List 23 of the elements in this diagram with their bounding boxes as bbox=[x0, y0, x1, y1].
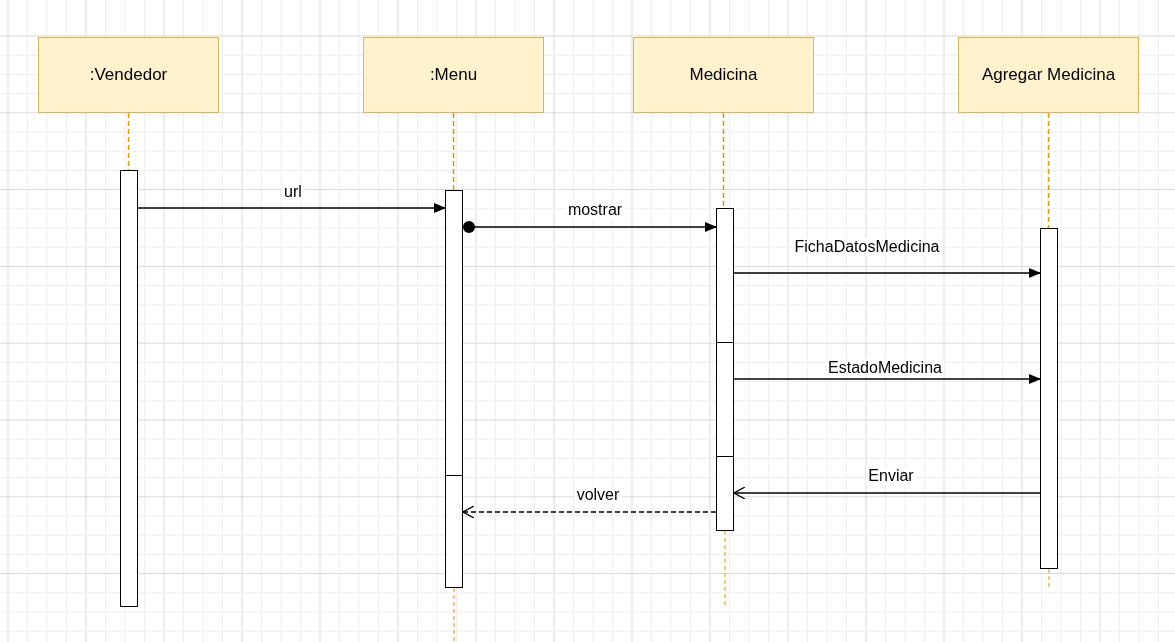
message-arrow bbox=[462, 505, 717, 519]
lifeline-header: Agregar Medicina bbox=[958, 37, 1139, 113]
edge-label: Enviar bbox=[866, 467, 916, 485]
edge-label: mostrar bbox=[565, 201, 625, 219]
lifeline-header: Medicina bbox=[633, 37, 814, 113]
lifeline bbox=[722, 112, 725, 209]
message-arrow bbox=[733, 374, 1041, 384]
lifeline bbox=[1047, 112, 1050, 229]
activation-bar bbox=[120, 170, 138, 607]
message-arrow bbox=[733, 268, 1041, 278]
message-arrow bbox=[733, 486, 1041, 500]
edge-label: EstadoMedicina bbox=[826, 359, 944, 377]
activation-bar bbox=[1040, 228, 1058, 569]
message-arrow bbox=[463, 221, 717, 233]
edge-label: volver bbox=[574, 486, 622, 504]
edge-label: FichaDatosMedicina bbox=[792, 238, 942, 256]
message-arrow bbox=[137, 203, 446, 213]
activation-bar bbox=[445, 190, 463, 588]
edge-label: url bbox=[282, 183, 304, 201]
lifeline bbox=[452, 112, 455, 191]
lifeline-header: :Vendedor bbox=[38, 37, 219, 113]
lifeline-header: :Menu bbox=[363, 37, 544, 113]
activation-bar bbox=[716, 208, 734, 531]
